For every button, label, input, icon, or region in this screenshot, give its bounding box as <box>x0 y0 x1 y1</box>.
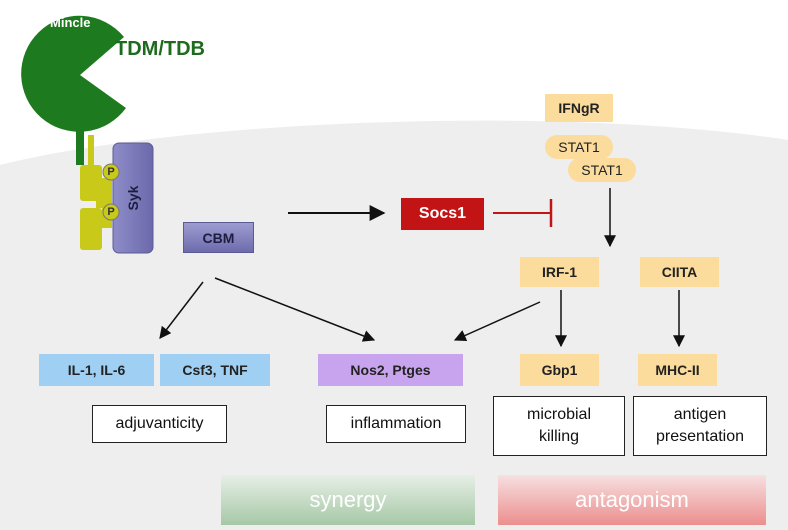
stat1-pill-1: STAT1 <box>545 135 613 159</box>
arrow-cbm-to-il1 <box>159 281 204 339</box>
phospho-label-lower: P <box>107 206 115 218</box>
antagonism-band-bg <box>498 475 766 525</box>
socs1-box: Socs1 <box>401 198 484 230</box>
itam-connector <box>102 178 112 228</box>
irf1-box: IRF-1 <box>520 257 599 287</box>
microbial-killing-box: microbial killing <box>493 396 625 456</box>
itam-block-lower <box>80 208 102 250</box>
il1-il6-box: IL-1, IL-6 <box>39 354 154 386</box>
ciita-box: CIITA <box>640 257 719 287</box>
gbp1-box: Gbp1 <box>520 354 599 386</box>
antagonism-label: antagonism <box>575 487 689 512</box>
mincle-receptor-head <box>21 15 127 132</box>
synergy-band-bg <box>221 475 475 525</box>
mhc2-box: MHC-II <box>638 354 717 386</box>
syk-kinase <box>112 142 154 254</box>
inflammation-box: inflammation <box>326 405 466 443</box>
ifngr-box: IFNgR <box>545 94 613 122</box>
adjuvanticity-box: adjuvanticity <box>92 405 227 443</box>
syk-label: Syk <box>125 185 141 211</box>
stat1-pill-2: STAT1 <box>568 158 636 182</box>
nos2-ptges-box: Nos2, Ptges <box>318 354 463 386</box>
arrow-irf1-to-nos2 <box>453 301 541 342</box>
phospho-label-upper: P <box>107 166 115 178</box>
synergy-label: synergy <box>309 487 387 512</box>
cbm-complex: CBM <box>183 222 254 253</box>
csf3-tnf-box: Csf3, TNF <box>160 354 270 386</box>
antigen-presentation-box: antigen presentation <box>633 396 767 456</box>
itam-block-upper <box>80 165 102 201</box>
phospho-circle-lower <box>102 203 120 221</box>
arrow-cbm-to-nos2 <box>214 277 376 342</box>
mincle-receptor-stalk <box>76 95 84 165</box>
tdm-tdb-label: TDM/TDB <box>115 37 205 60</box>
itam-chain-upper-stalk <box>88 135 94 167</box>
phospho-circle-upper <box>102 163 120 181</box>
mincle-label: Mincle <box>50 14 91 30</box>
